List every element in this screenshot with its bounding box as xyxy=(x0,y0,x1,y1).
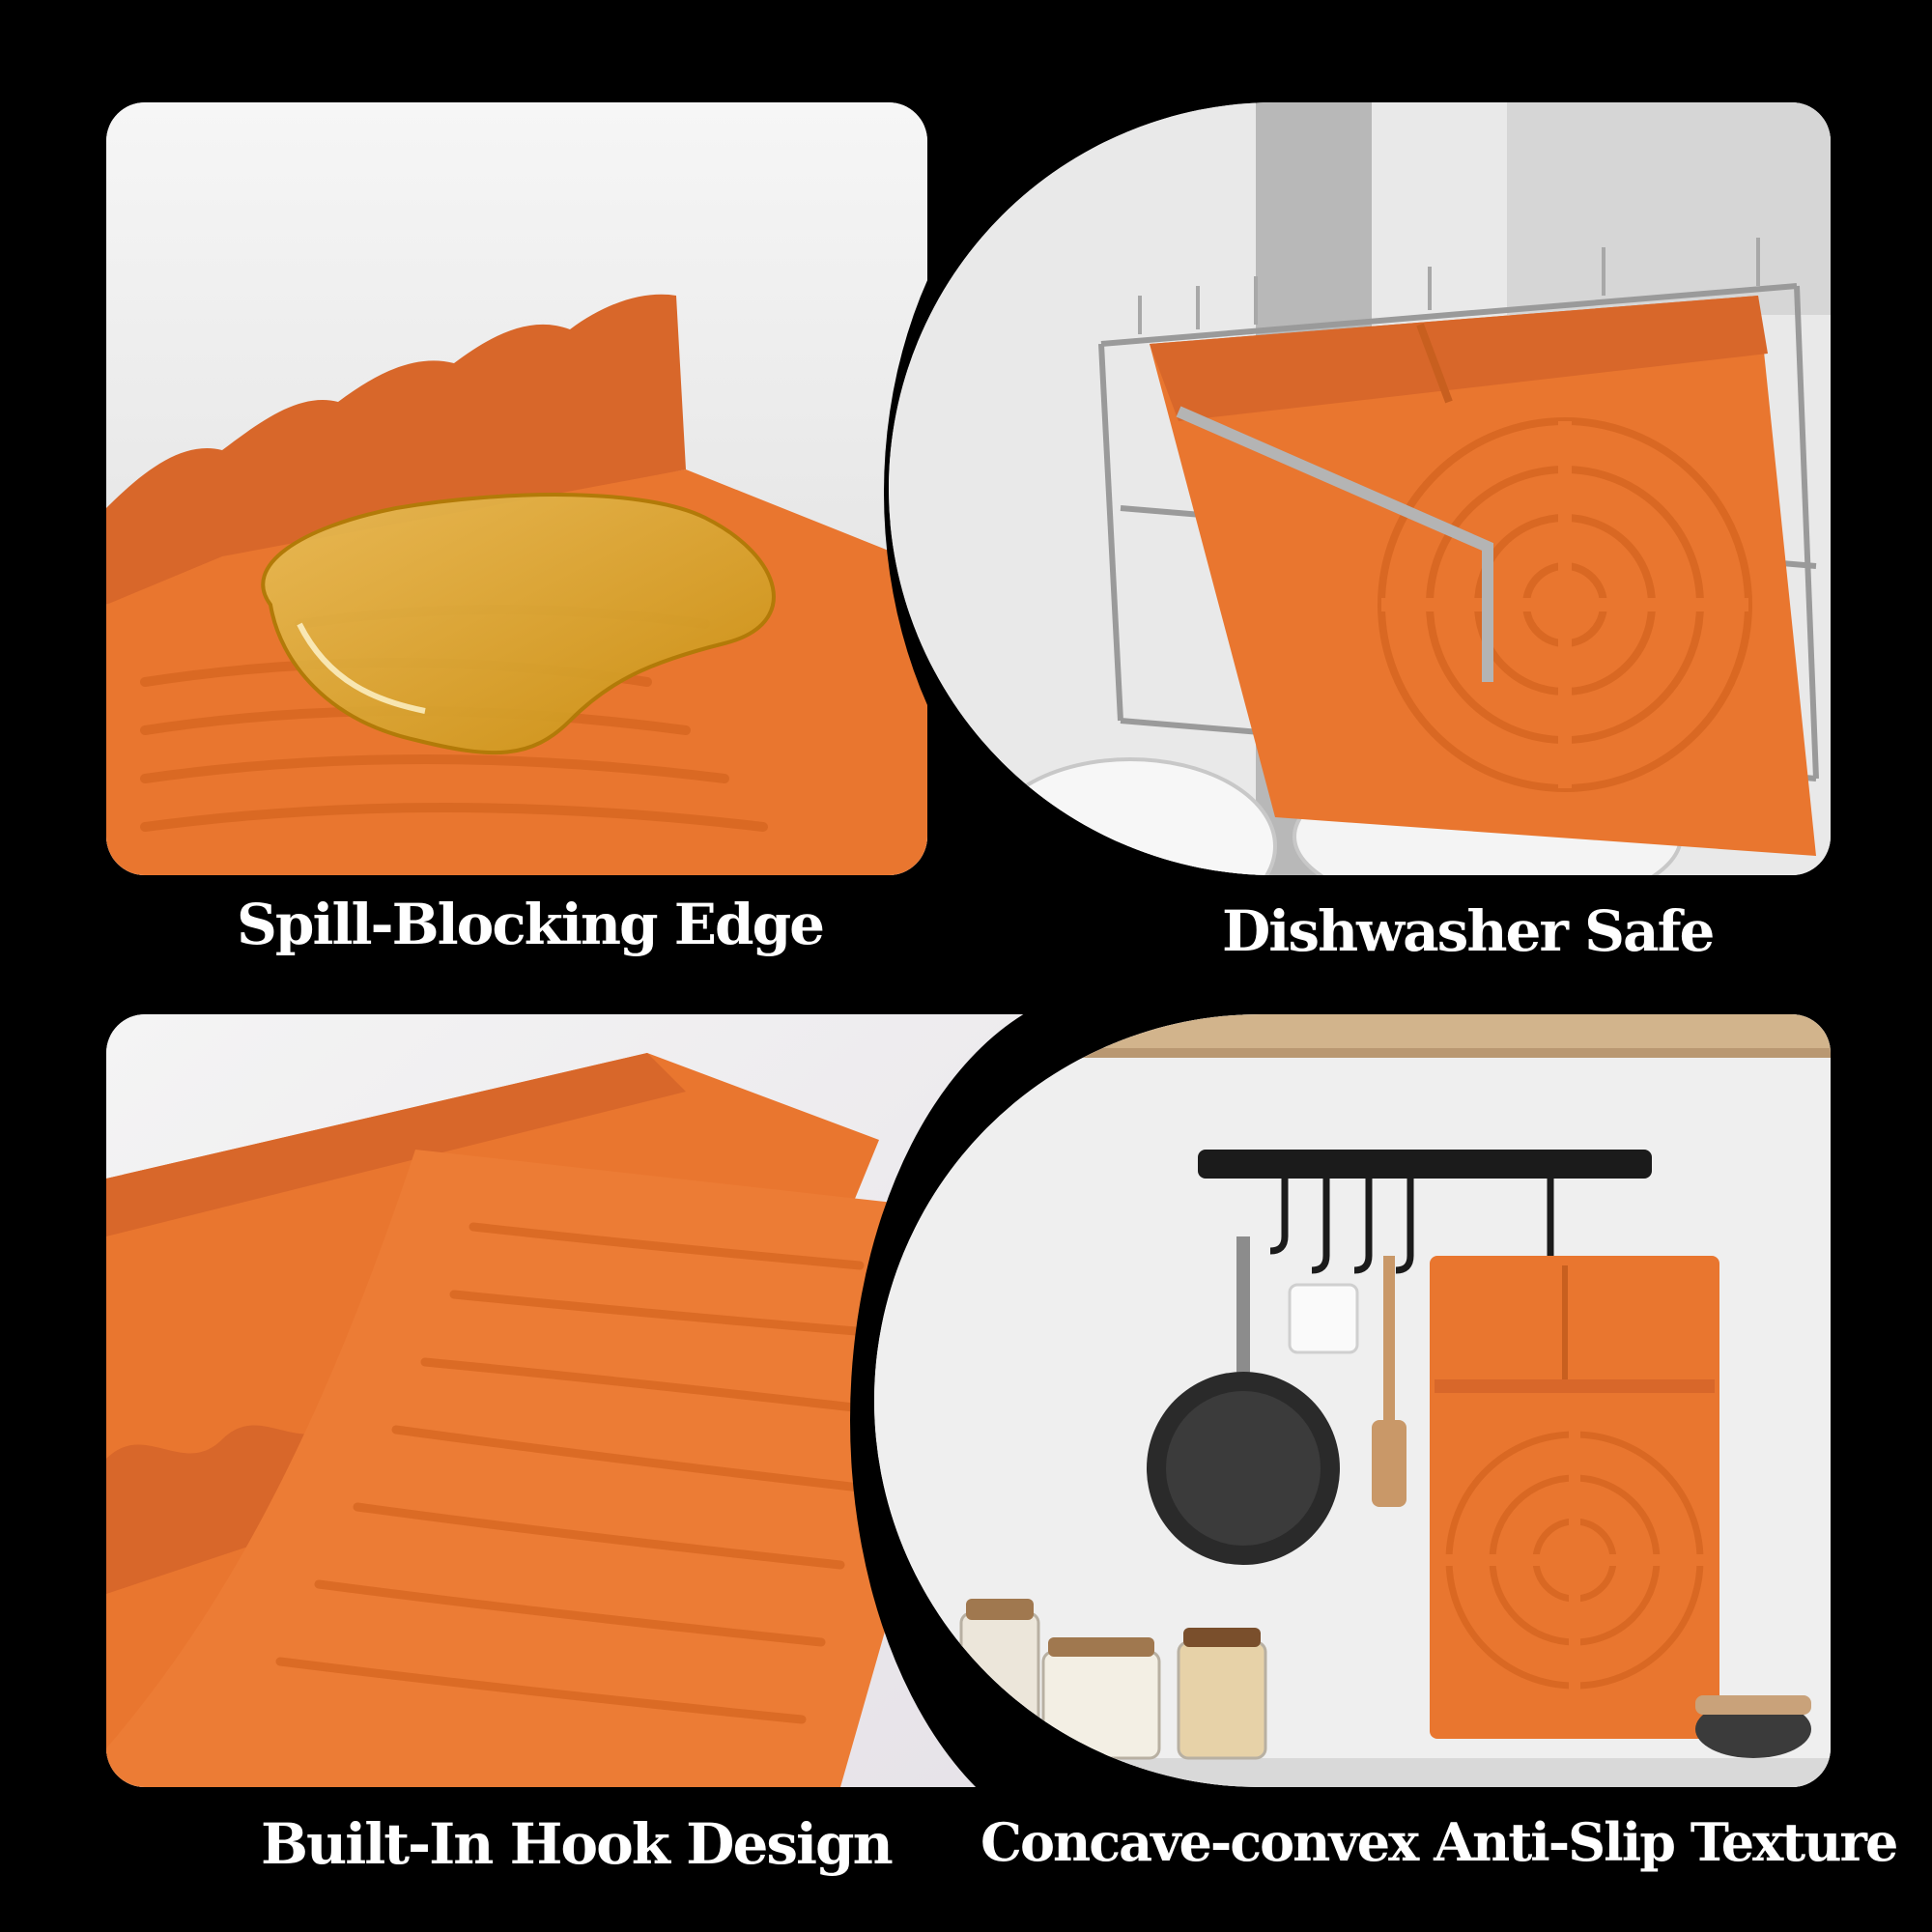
dishwasher-photo xyxy=(889,102,1831,875)
oil-puddle xyxy=(261,493,776,755)
hanging-rail xyxy=(1198,1150,1652,1179)
caption-dishwasher-safe: Dishwasher Safe xyxy=(1222,898,1715,964)
feature-panel-dishwasher xyxy=(889,102,1831,875)
spill-edge-photo xyxy=(106,102,927,875)
feature-panel-anti-slip xyxy=(874,1014,1831,1787)
kitchen-wall-photo xyxy=(874,1014,1831,1787)
caption-spill-blocking-edge: Spill-Blocking Edge xyxy=(237,892,825,957)
caption-anti-slip-texture: Concave-convex Anti-Slip Texture xyxy=(980,1811,1898,1873)
wavy-edge xyxy=(106,294,686,643)
caption-built-in-hook: Built-In Hook Design xyxy=(261,1811,894,1877)
feature-panel-spill-edge xyxy=(106,102,927,875)
folded-mat-photo xyxy=(106,1014,1058,1787)
folded-flap xyxy=(106,1150,961,1787)
